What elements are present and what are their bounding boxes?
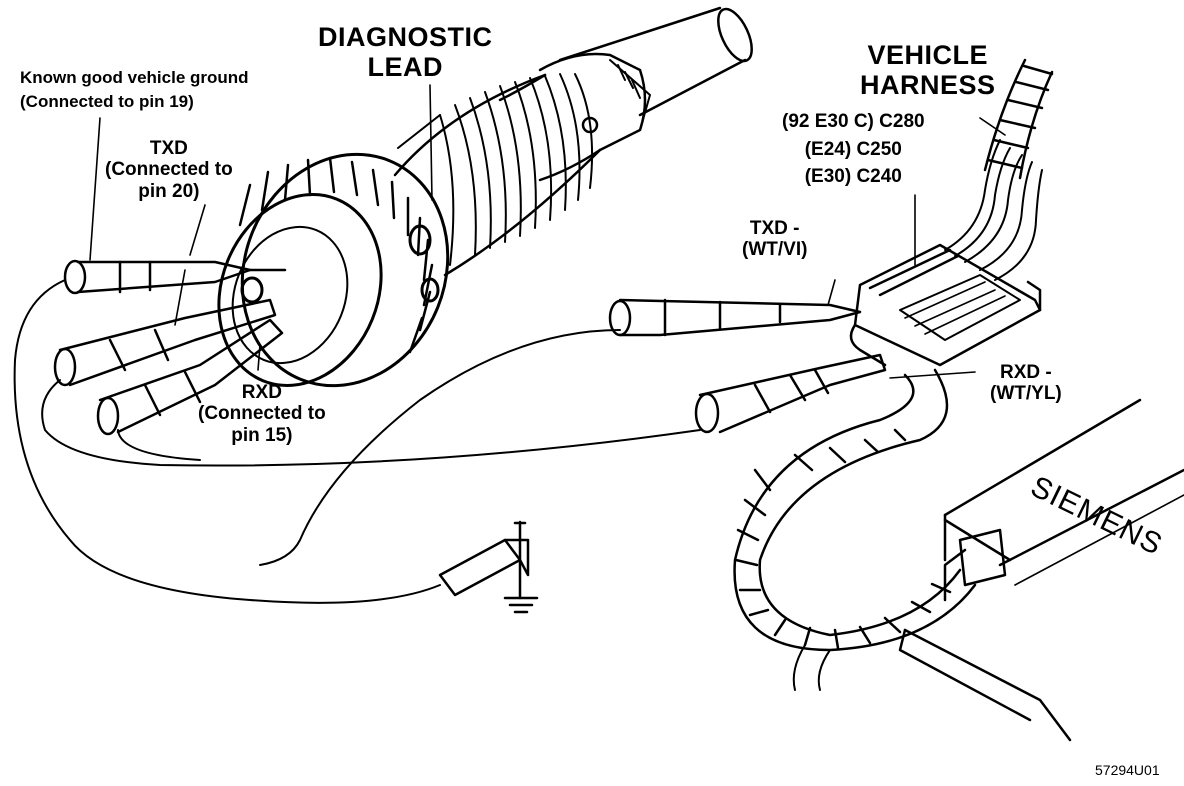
connector-code-c250: (E24) C250 bbox=[804, 138, 902, 160]
ground-label-line-2: (Connected to pin 19) bbox=[20, 91, 194, 111]
txd-lead-line-1: TXD bbox=[149, 138, 188, 159]
rxd-probe-lead bbox=[96, 318, 284, 436]
vehicle-harness-label: VEHICLE HARNESS bbox=[860, 40, 996, 100]
rxd-harness-line-1: RXD - bbox=[1000, 362, 1052, 383]
txd-harness-label: TXD - (WT/VI) bbox=[742, 218, 807, 261]
harness-txd-probe bbox=[608, 298, 862, 337]
txd-harness-line-2: (WT/VI) bbox=[742, 239, 808, 261]
diagnostic-lead-label: DIAGNOSTIC LEAD bbox=[318, 22, 493, 82]
txd-lead-label: TXD (Connected to pin 20) bbox=[105, 138, 233, 202]
harness-connector-body bbox=[849, 243, 1042, 367]
connector-codes-label: (92 E30 C) C280 (E24) C250 (E30) C240 bbox=[782, 108, 925, 191]
vehicle-harness-line-1: VEHICLE bbox=[867, 40, 989, 70]
figure-code-label: 57294U01 bbox=[1095, 762, 1160, 778]
rxd-lead-line-3: pin 15) bbox=[231, 424, 293, 446]
vehicle-harness-line-2: HARNESS bbox=[860, 70, 996, 101]
diagnostic-lead-line-1: DIAGNOSTIC bbox=[318, 22, 493, 52]
txd-probe-lead bbox=[53, 298, 277, 387]
ground-probe bbox=[63, 259, 287, 295]
lead-ribbed-body bbox=[393, 73, 602, 277]
rxd-harness-line-2: (WT/YL) bbox=[990, 383, 1062, 405]
connecting-wires bbox=[13, 279, 701, 604]
rxd-lead-line-1: RXD bbox=[241, 382, 282, 403]
txd-lead-line-2: (Connected to bbox=[105, 159, 233, 181]
module-conduit bbox=[733, 368, 977, 652]
harness-rxd-probe bbox=[694, 353, 887, 434]
ground-clip bbox=[438, 520, 539, 614]
connector-code-c240: (E30) C240 bbox=[804, 166, 902, 188]
rxd-harness-label: RXD - (WT/YL) bbox=[990, 362, 1062, 405]
rxd-lead-label: RXD (Connected to pin 15) bbox=[198, 382, 326, 446]
leader-lines bbox=[89, 84, 1006, 379]
ground-label: Known good vehicle ground (Connected to … bbox=[20, 66, 249, 114]
ground-label-line-1: Known good vehicle ground bbox=[20, 68, 249, 87]
rxd-lead-line-2: (Connected to bbox=[198, 403, 326, 425]
connector-code-c280: (92 E30 C) C280 bbox=[782, 111, 925, 132]
txd-lead-line-3: pin 20) bbox=[138, 180, 200, 202]
siemens-module bbox=[792, 398, 1184, 742]
diagnostic-lead-line-2: LEAD bbox=[367, 52, 443, 83]
harness-conduit bbox=[983, 58, 1054, 180]
diagnostic-lead-cable bbox=[558, 6, 753, 117]
txd-harness-line-1: TXD - bbox=[749, 218, 800, 239]
lead-coupling-nut bbox=[217, 152, 450, 388]
